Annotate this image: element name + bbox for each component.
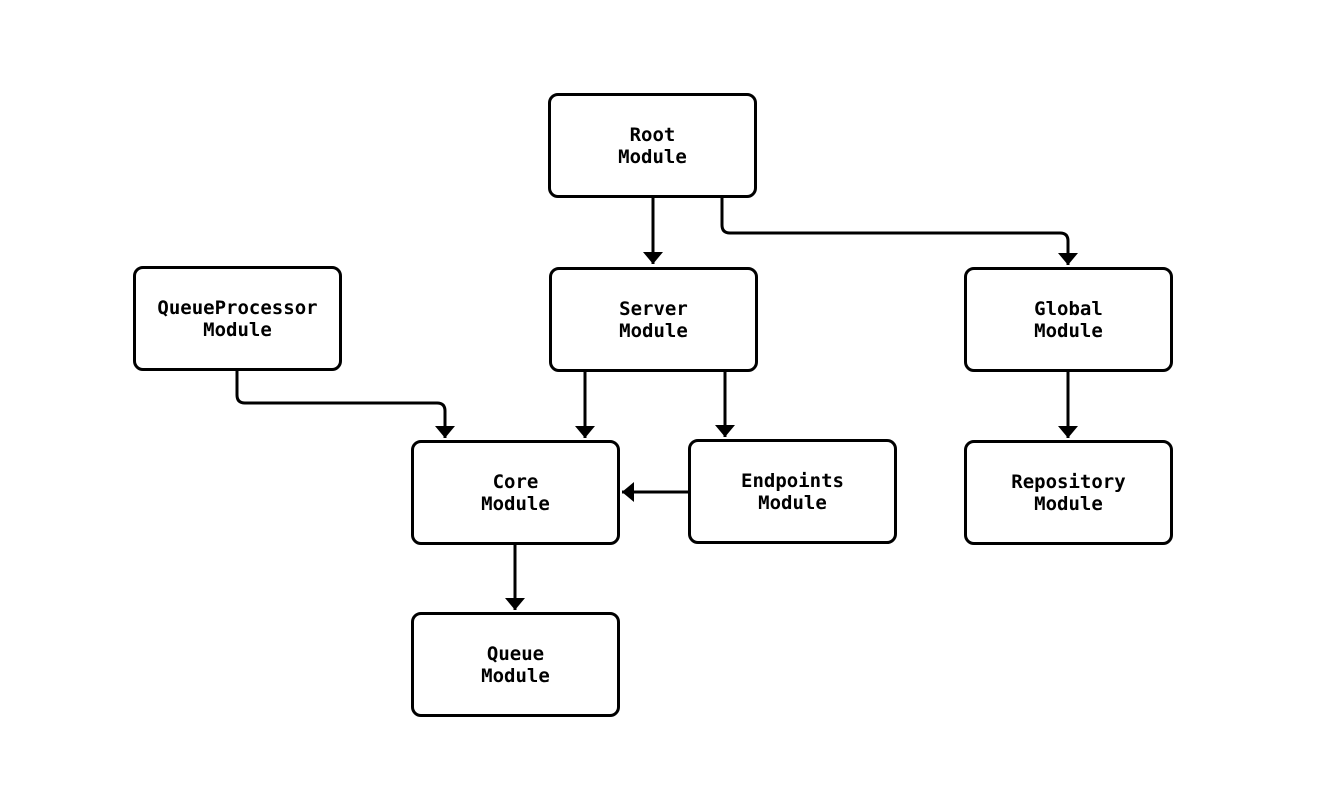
node-label: Module xyxy=(203,318,272,341)
node-queue-module: Queue Module xyxy=(411,612,620,717)
node-label: Module xyxy=(618,145,687,168)
node-label: Endpoints xyxy=(741,469,844,492)
node-repository-module: Repository Module xyxy=(964,440,1173,545)
node-label: Module xyxy=(619,319,688,342)
edge-root-to-global xyxy=(720,198,1078,265)
node-label: Module xyxy=(481,664,550,687)
node-core-module: Core Module xyxy=(411,440,620,545)
node-label: Root xyxy=(629,123,676,146)
node-label: Queue xyxy=(486,642,545,665)
node-label: QueueProcessor xyxy=(157,296,318,319)
node-endpoints-module: Endpoints Module xyxy=(688,439,897,544)
node-label: Module xyxy=(1034,492,1103,515)
edge-queueprocessor-to-core xyxy=(235,371,455,438)
node-label: Module xyxy=(481,492,550,515)
node-root-module: Root Module xyxy=(548,93,757,198)
node-label: Repository xyxy=(1011,470,1126,493)
node-label: Module xyxy=(758,491,827,514)
node-server-module: Server Module xyxy=(549,267,758,372)
node-label: Global xyxy=(1034,297,1103,320)
node-queueprocessor-module: QueueProcessor Module xyxy=(133,266,342,371)
node-global-module: Global Module xyxy=(964,267,1173,372)
node-label: Server xyxy=(619,297,688,320)
node-label: Module xyxy=(1034,319,1103,342)
node-label: Core xyxy=(492,470,539,493)
